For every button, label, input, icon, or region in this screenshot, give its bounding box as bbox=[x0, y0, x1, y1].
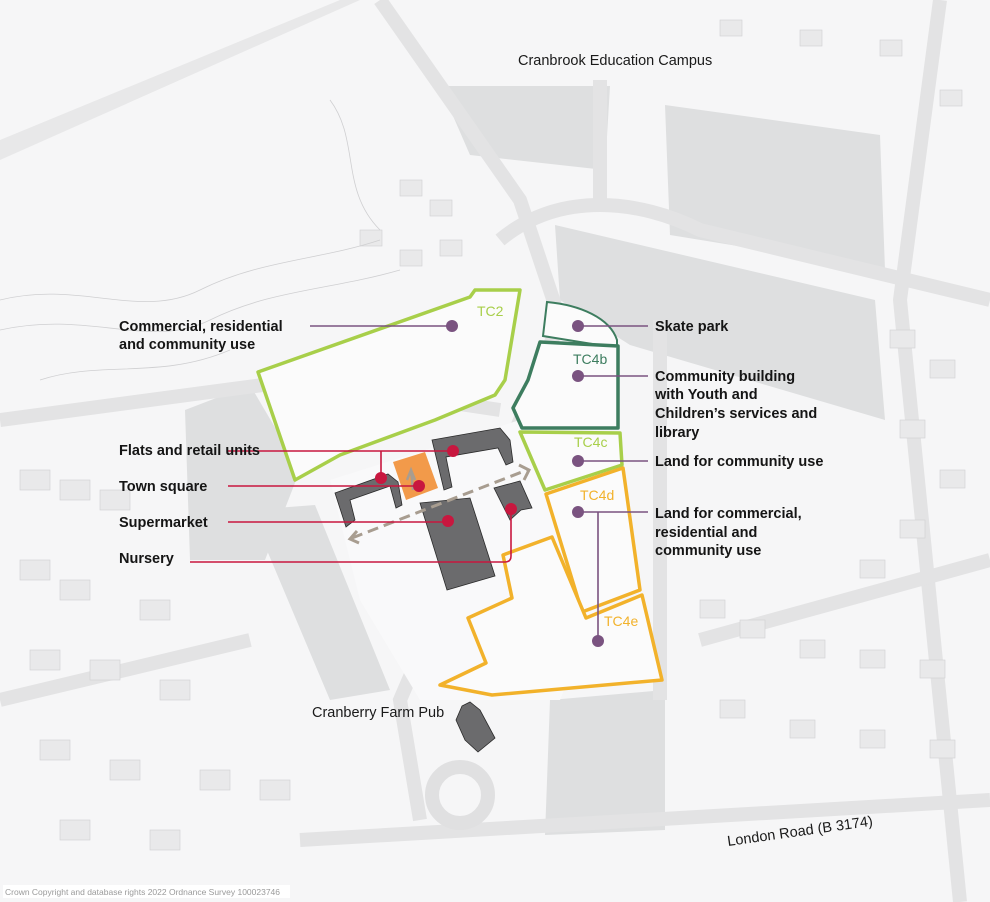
label-tc4d-line2: residential and bbox=[655, 525, 757, 541]
label-nursery: Nursery bbox=[119, 551, 174, 567]
town-square bbox=[393, 452, 438, 500]
feature-dots bbox=[375, 445, 517, 527]
flats-block-north bbox=[431, 427, 514, 491]
label-tc4b-line4: library bbox=[655, 425, 699, 441]
label-tc4b-line3: Children’s services and bbox=[655, 406, 817, 422]
label-supermarket: Supermarket bbox=[119, 515, 208, 531]
site-TC2[interactable] bbox=[256, 288, 522, 482]
site-dots bbox=[446, 320, 604, 647]
copyright-notice: Crown Copyright and database rights 2022… bbox=[5, 887, 280, 897]
site-TC4d[interactable] bbox=[544, 466, 642, 614]
label-tc4d-line1: Land for commercial, bbox=[655, 506, 802, 522]
label-flats-retail: Flats and retail units bbox=[119, 443, 260, 459]
site-id-TC4e: TC4e bbox=[604, 613, 638, 629]
label-tc2-use-line2: and community use bbox=[119, 337, 255, 353]
site-TC4e[interactable] bbox=[438, 535, 664, 697]
roundabout bbox=[425, 760, 495, 830]
residential-plots bbox=[19, 19, 966, 851]
label-tc2-use-line1: Commercial, residential bbox=[119, 319, 283, 335]
pub-building bbox=[455, 701, 496, 753]
buildings bbox=[334, 427, 533, 753]
label-pub: Cranberry Farm Pub bbox=[312, 705, 444, 721]
label-education-campus: Cranbrook Education Campus bbox=[518, 53, 712, 69]
site-leaders bbox=[310, 325, 648, 641]
copyright-box bbox=[3, 885, 290, 898]
label-tc4b-line1: Community building bbox=[655, 369, 795, 385]
flats-block-west bbox=[334, 473, 403, 528]
grey-parcels bbox=[185, 86, 885, 835]
site-id-TC4d: TC4d bbox=[580, 487, 614, 503]
site-id-TC4c: TC4c bbox=[574, 434, 607, 450]
label-tc4c: Land for community use bbox=[655, 454, 823, 470]
site-id-TC4b: TC4b bbox=[573, 351, 607, 367]
walking-route bbox=[347, 463, 532, 545]
label-tc4b-line2: with Youth and bbox=[654, 387, 758, 403]
nursery-building bbox=[493, 480, 533, 521]
contour-lines bbox=[0, 99, 401, 381]
label-town-square: Town square bbox=[119, 479, 207, 495]
site-TC4b[interactable] bbox=[511, 340, 620, 430]
site-TC4c[interactable] bbox=[518, 430, 624, 492]
site-id-TC2: TC2 bbox=[477, 303, 504, 319]
label-skate-park: Skate park bbox=[655, 319, 729, 335]
motorway bbox=[0, 0, 360, 160]
label-tc4d-line3: community use bbox=[655, 543, 761, 559]
